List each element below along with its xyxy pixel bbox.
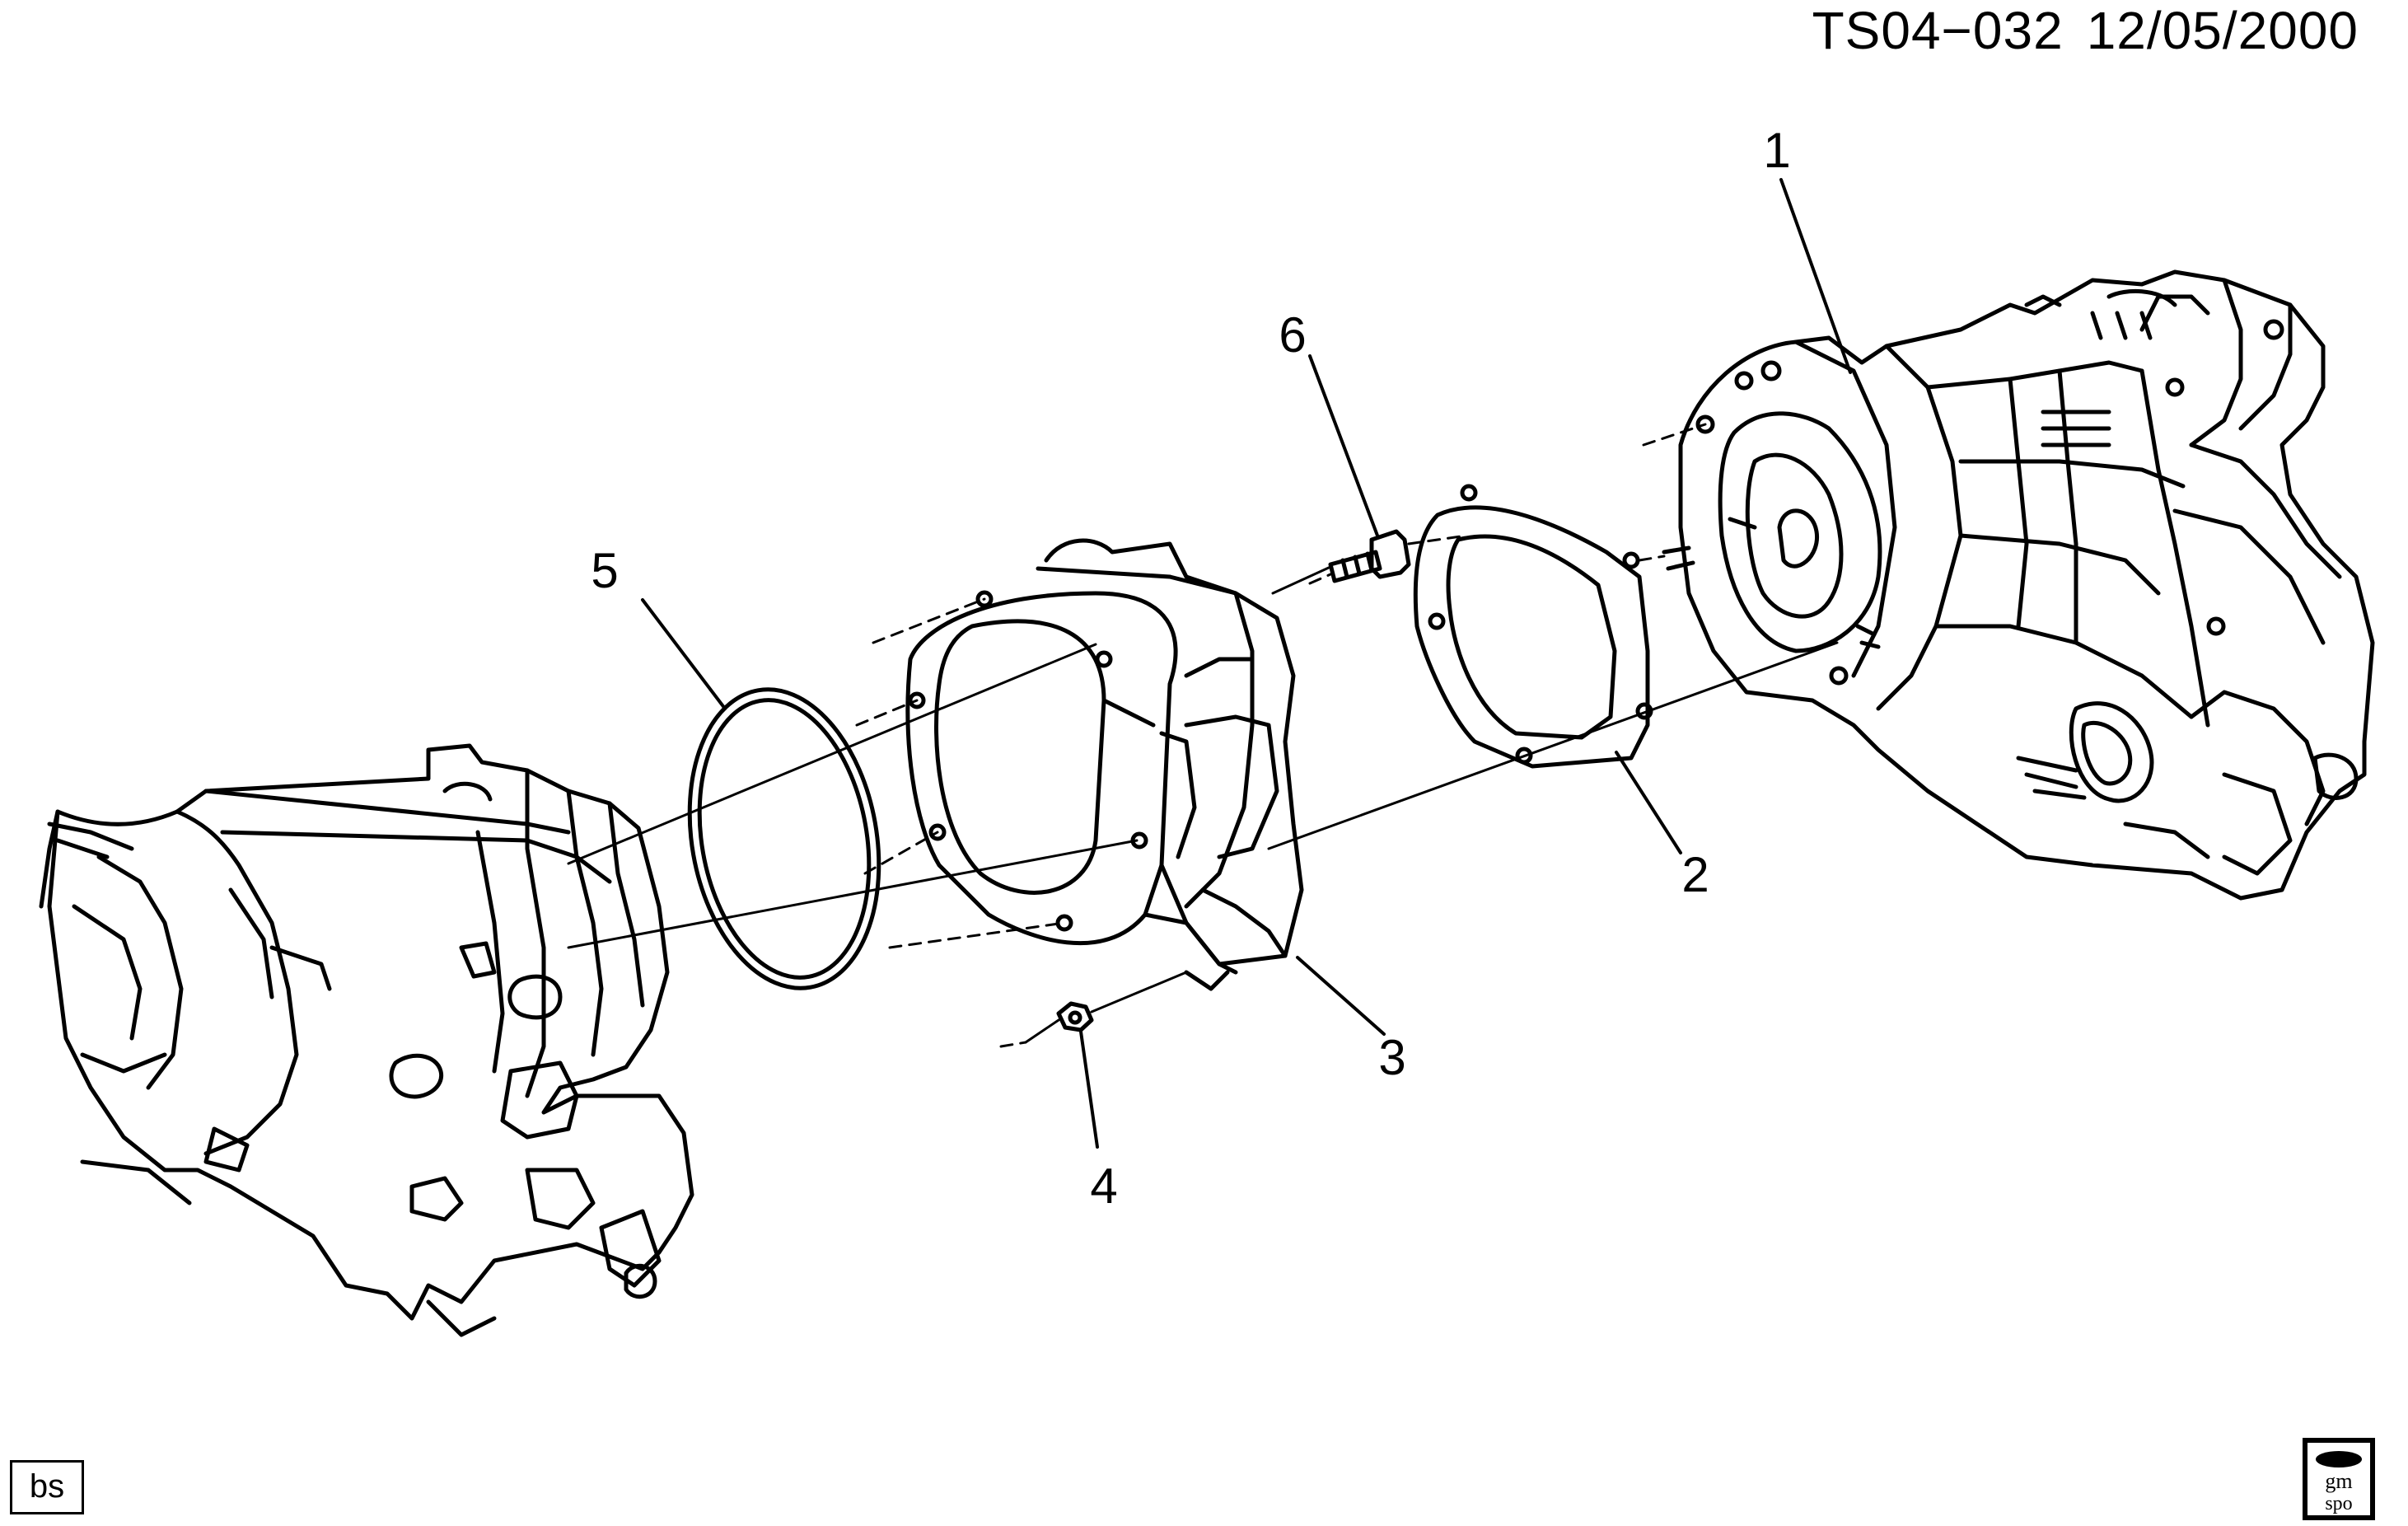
bolt [1328,529,1411,583]
nut [1056,1001,1094,1032]
callout-4: 4 [1090,1159,1118,1214]
callout-3: 3 [1378,1030,1406,1085]
o-ring-seal [687,687,881,990]
callout-2: 2 [1681,847,1709,902]
gasket [1413,484,1653,769]
initials-box: bs [10,1460,84,1514]
callout-5: 5 [591,543,619,598]
diagram-reference: TS04−032 12/05/2000 [1789,0,2359,61]
adapter-housing [905,538,1304,991]
transfer-case [1662,269,2375,901]
gm-logo-text: gm [2325,1469,2352,1493]
callout-1: 1 [1763,123,1791,178]
leader-lines [641,178,1852,1149]
gm-spo-logo: gm spo [2303,1438,2375,1520]
callout-6: 6 [1279,307,1307,363]
diagram-code: TS04−032 [1812,1,2064,60]
spo-logo-text: spo [2325,1493,2352,1514]
alignment-lines [567,423,1839,1048]
transmission-housing [39,743,694,1337]
diagram-date: 12/05/2000 [2086,1,2359,60]
